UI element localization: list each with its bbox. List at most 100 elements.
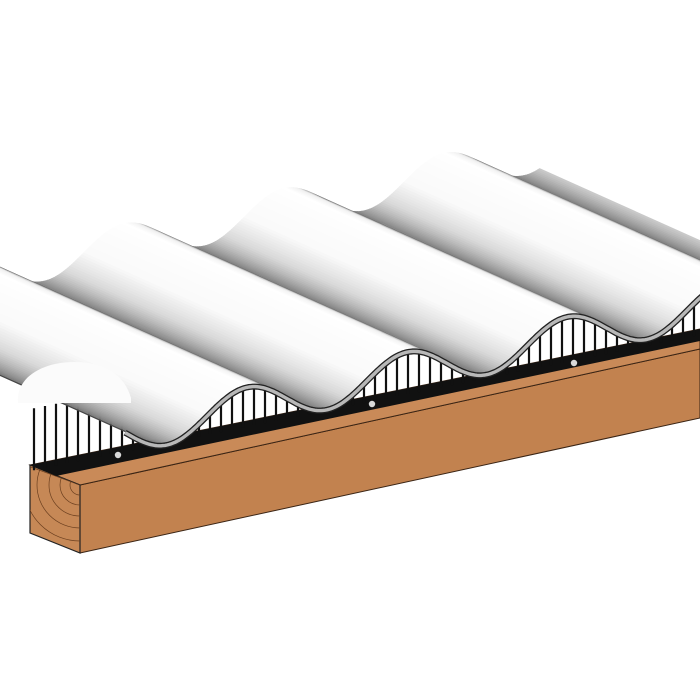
sheet-strip [395, 187, 681, 318]
grain-ring [69, 474, 80, 496]
sheet-strip [0, 270, 255, 385]
sheet-strip [211, 242, 497, 371]
grain-ring [36, 465, 80, 529]
sheet-strip [291, 187, 577, 315]
sheet-strip [231, 227, 517, 357]
sheet-end-bulge [17, 362, 132, 403]
sheet-strip [0, 299, 223, 402]
sheet-strip [117, 224, 403, 353]
sheet-strip [0, 274, 247, 387]
sheet-strip [0, 294, 227, 399]
sheet-strip [0, 313, 213, 412]
sheet-strip [93, 240, 379, 371]
sheet-strip [75, 258, 361, 388]
sheet-strip [0, 304, 219, 406]
sheet-strip [0, 318, 209, 416]
sheet-strip [123, 222, 409, 351]
sheet-strip [0, 267, 267, 387]
sheet-strip [273, 190, 559, 320]
sheet-strip [209, 243, 495, 372]
sheet-strip [59, 272, 345, 402]
sheet-strip [121, 223, 407, 351]
sheet-strip [41, 280, 327, 409]
sheet-strip [271, 191, 557, 321]
sheet-strip [221, 235, 507, 365]
sheet-strip [411, 172, 697, 302]
sheet-strip [197, 246, 483, 374]
sheet-strip [355, 211, 641, 339]
grain-ring [48, 465, 80, 517]
sheet-strip [103, 232, 389, 362]
sheet-strip [0, 296, 225, 400]
sheet-strip [255, 203, 541, 334]
sheet-strip [55, 275, 341, 404]
sheet-strip [379, 201, 665, 331]
sheet-strip [79, 254, 365, 385]
sheet-strip [397, 186, 683, 316]
sheet-strip [225, 232, 511, 362]
sheet-strip [0, 277, 243, 388]
sheet-strip [359, 210, 645, 339]
sheet-strip [289, 187, 575, 315]
sheet-strip [71, 262, 357, 392]
sheet-strip [381, 200, 667, 330]
sheet-strip [217, 238, 503, 368]
sheet-strip [267, 194, 553, 324]
sheet-strip [83, 250, 369, 381]
fixing-holes [114, 359, 578, 459]
sheet-strip [207, 243, 493, 372]
sheet-strip [235, 223, 521, 353]
sheet-strip [413, 170, 699, 300]
sheet-strip [39, 281, 325, 409]
sheet-strip [275, 190, 561, 319]
sheet-strip [241, 217, 527, 347]
sheet-strip [213, 241, 499, 370]
sheet-strip [107, 229, 393, 359]
sheet-strip [365, 209, 651, 338]
sheet-strip [357, 211, 643, 339]
sheet-strip [237, 221, 523, 351]
sheet-strip [367, 208, 653, 337]
sheet-strip [293, 187, 579, 315]
sheet-strip [371, 206, 657, 336]
sheet-strip [51, 277, 337, 406]
sheet-strip [405, 177, 691, 308]
sheet-strip [223, 234, 509, 364]
sheet-strip [131, 222, 417, 350]
sheet-strip [129, 222, 415, 350]
sheet-strip [283, 187, 569, 316]
sheet-strip [43, 280, 329, 409]
sheet-strip [287, 187, 573, 315]
sheet-strip [219, 237, 505, 366]
sheet-strip [101, 233, 387, 363]
fixing-hole [114, 451, 122, 459]
sheet-strip [0, 289, 231, 395]
sheet-strip [111, 227, 397, 356]
sheet-strip [363, 210, 649, 338]
sheet-strip [389, 193, 675, 324]
sheet-strip [407, 176, 693, 306]
sheet-strip [99, 235, 385, 365]
sheet-strip [253, 205, 539, 335]
sheet-strip [0, 267, 263, 386]
sheet-strip [89, 244, 375, 374]
sheet-strip [361, 210, 647, 338]
sheet-strip [243, 215, 529, 345]
sheet-strip [0, 279, 241, 389]
sheet-strip [0, 310, 215, 410]
sheet-strip [0, 307, 217, 408]
grain-ring [59, 465, 80, 506]
sheet-strip [133, 222, 419, 350]
sheet-strip [0, 374, 153, 444]
sheet-strip [375, 204, 661, 334]
sheet-strip [113, 226, 399, 355]
sheet-strip [0, 271, 253, 385]
sheet-strip [373, 205, 659, 335]
sheet-strip [0, 316, 211, 414]
sheet-strip [109, 228, 395, 357]
sheet-strip [399, 184, 685, 314]
sheet-strip [415, 168, 700, 298]
sheet-strip [37, 281, 323, 409]
sheet-strip [47, 279, 333, 408]
